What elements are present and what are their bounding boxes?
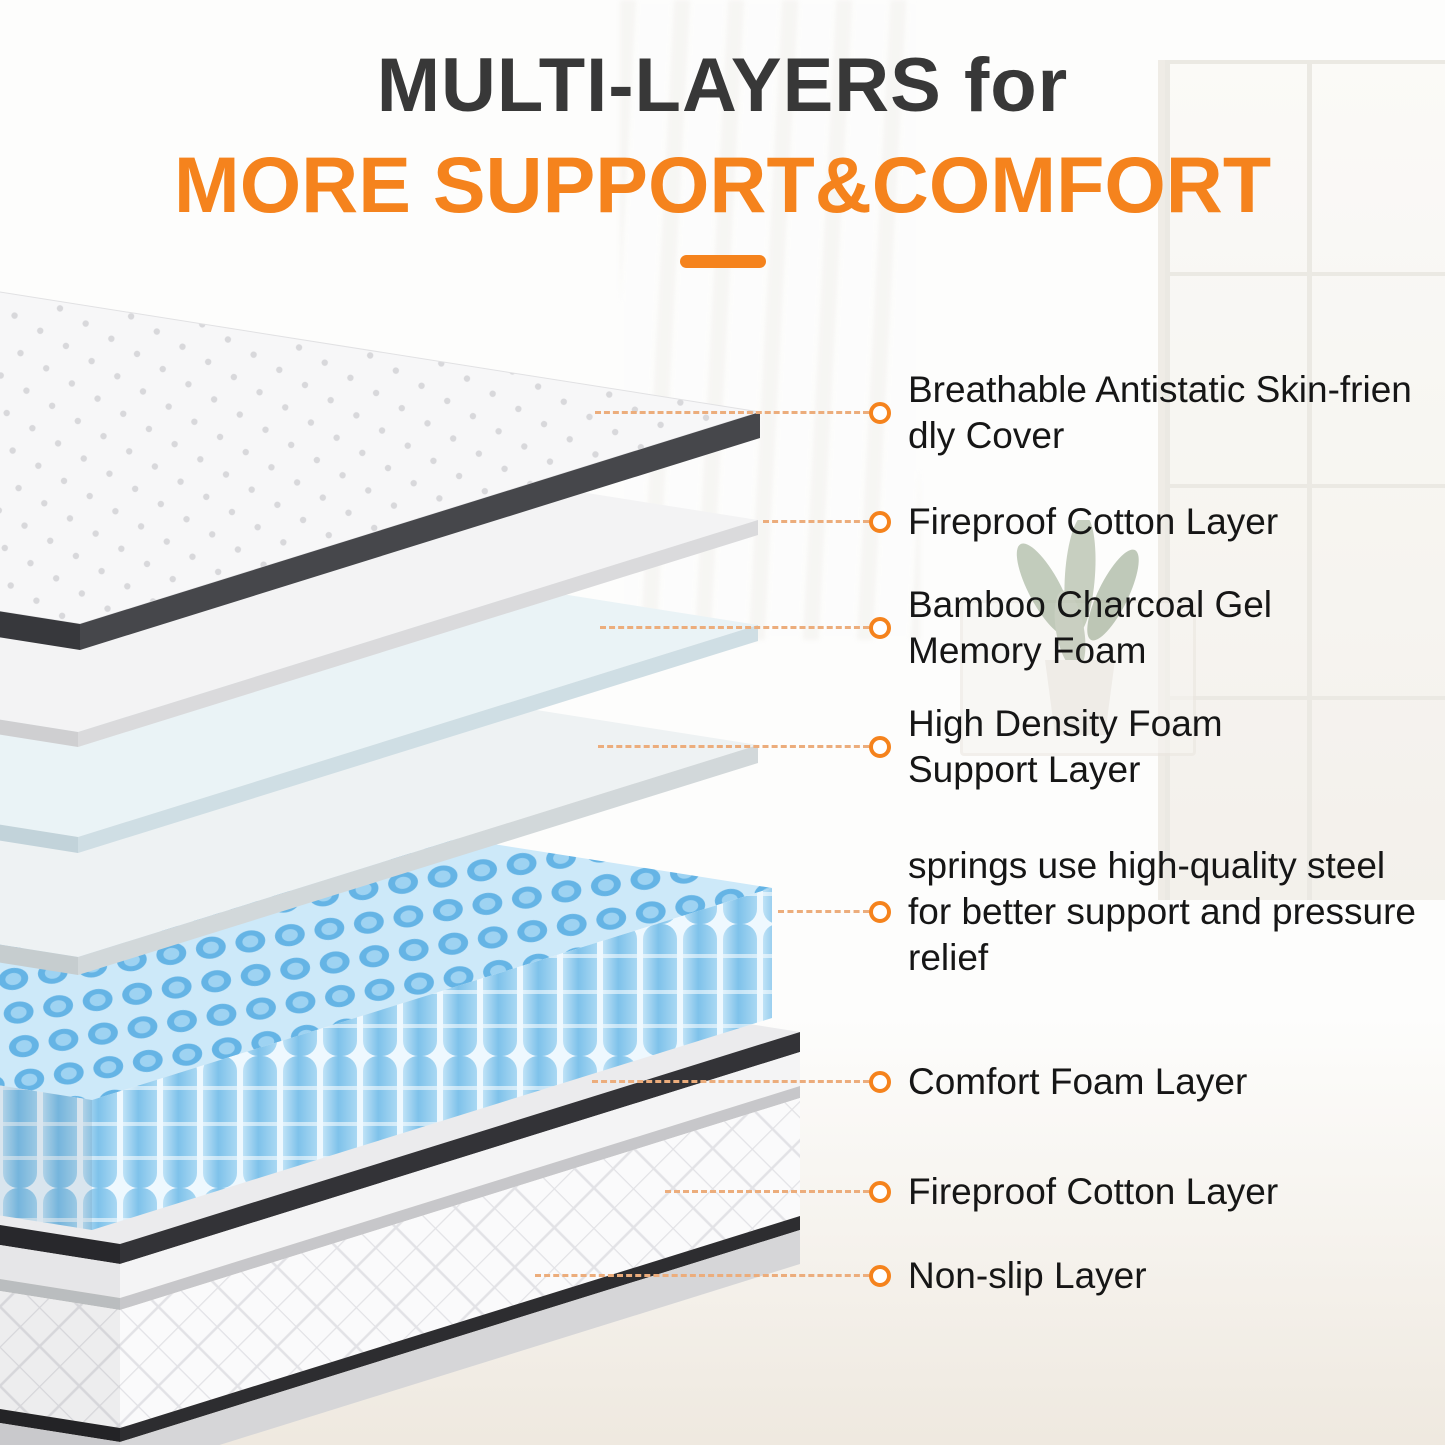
plant — [1016, 520, 1139, 735]
window — [1158, 60, 1445, 900]
callout-marker-icon — [869, 1265, 891, 1287]
callout-label: Comfort Foam Layer — [908, 1061, 1248, 1103]
leader-line — [778, 910, 869, 913]
title-block: MULTI-LAYERS for MORE SUPPORT&COMFORT — [0, 42, 1445, 268]
leader-line — [598, 745, 869, 748]
leader-line — [535, 1274, 869, 1277]
callout-marker-icon — [869, 736, 891, 758]
title-line1: MULTI-LAYERS for — [376, 43, 1069, 128]
leader-line — [763, 520, 869, 523]
title-line2: MORE SUPPORT&COMFORT — [173, 140, 1272, 229]
callout-label: Fireproof Cotton Layer — [908, 1171, 1279, 1213]
callout-marker-icon — [869, 1181, 891, 1203]
leader-line — [665, 1190, 869, 1193]
title-underline — [679, 255, 766, 268]
callout-label: Breathable Antistatic Skin-frien dly Cov… — [908, 369, 1412, 456]
callout-marker-icon — [869, 1071, 891, 1093]
callout-label: springs use high-quality steel for bette… — [908, 845, 1417, 978]
callout-marker-icon — [869, 511, 891, 533]
layer-quilted-cover — [0, 291, 761, 650]
callout-marker-icon — [869, 901, 891, 923]
leader-line — [595, 411, 869, 414]
callout-label: Non-slip Layer — [908, 1255, 1147, 1297]
leader-line — [592, 1080, 869, 1083]
callout-label: High Density Foam Support Layer — [908, 703, 1223, 790]
callout-marker-icon — [869, 402, 891, 424]
leader-line — [600, 626, 869, 629]
callout-marker-icon — [869, 617, 891, 639]
callout-label: Fireproof Cotton Layer — [908, 501, 1279, 543]
callout-label: Bamboo Charcoal Gel Memory Foam — [908, 584, 1273, 671]
